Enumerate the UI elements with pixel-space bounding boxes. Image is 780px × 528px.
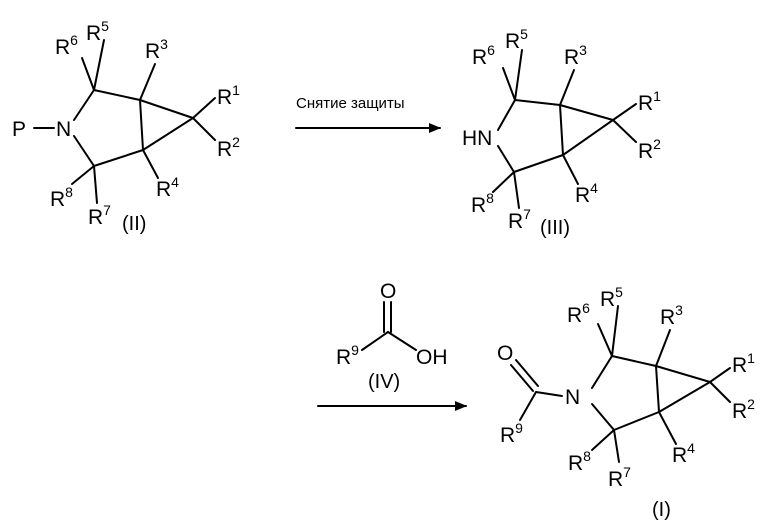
substituent-r4: R4 [672,440,695,467]
reaction-arrow-deprotection: Снятие защиты [296,95,440,128]
nitrogen-atom-nh: HN [462,127,492,150]
reagent-iv: O OH R9 (IV) [336,280,448,393]
substituent-r4: R4 [156,174,179,201]
substituent-r5: R5 [600,284,623,311]
substituent-r3: R3 [564,42,587,69]
substituent-r5: R5 [86,18,109,45]
substituent-r1: R1 [732,350,755,377]
reagent-iv-bonds [362,302,416,350]
carbonyl-oxygen: O [380,280,396,303]
substituent-r9: R9 [500,420,523,447]
compound-i-bonds [511,306,730,462]
substituent-r2: R2 [217,134,240,161]
substituent-r1: R1 [217,82,240,109]
substituent-r1: R1 [638,88,661,115]
substituent-r8: R8 [471,190,494,217]
substituent-r6: R6 [567,300,590,327]
compound-iii: HN R6 R5 R3 R1 R2 R4 R8 R7 (III) [462,26,661,239]
reaction-condition-label: Снятие защиты [296,95,405,112]
compound-label-iv: (IV) [368,371,400,393]
substituent-r8: R8 [50,184,73,211]
compound-label-iii: (III) [540,217,570,239]
substituent-r6: R6 [55,32,78,59]
nitrogen-atom: N [565,386,580,409]
substituent-r7: R7 [508,206,531,233]
carbonyl-oxygen: O [497,342,513,365]
substituent-r4: R4 [575,180,598,207]
substituent-r9: R9 [336,342,359,369]
substituent-r6: R6 [472,42,495,69]
compound-label-ii: (II) [122,213,146,235]
substituent-r7: R7 [608,464,631,491]
compound-label-i: (I) [652,499,671,521]
compound-i: O N R9 R6 R5 R3 R1 R2 R4 R8 R7 (I) [497,284,755,521]
substituent-r7: R7 [88,202,111,229]
substituent-r3: R3 [145,36,168,63]
compound-iii-bonds [493,50,636,208]
compound-ii: P N R6 R5 R3 R1 R2 R4 R8 R7 (II) [12,18,240,235]
substituent-r5: R5 [505,26,528,53]
nitrogen-atom: N [56,118,71,141]
substituent-r8: R8 [568,448,591,475]
substituent-r2: R2 [732,396,755,423]
substituent-r2: R2 [638,136,661,163]
protecting-group-p: P [12,118,26,141]
substituent-r3: R3 [660,302,683,329]
hydroxyl-group: OH [416,346,448,369]
